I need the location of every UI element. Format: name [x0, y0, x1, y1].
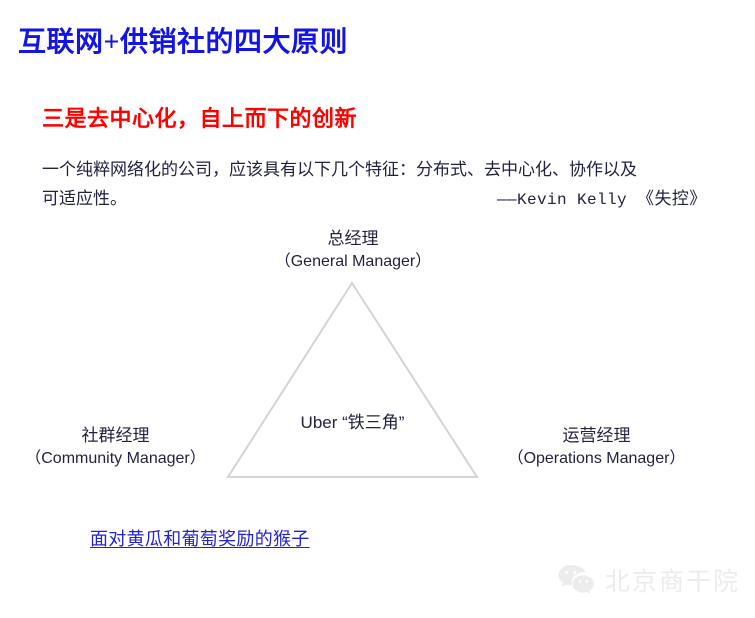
- body-paragraph-line-2: 可适应性。 ——Kevin Kelly 《失控》: [42, 184, 742, 213]
- quote-attribution: ——Kevin Kelly 《失控》: [497, 184, 707, 215]
- page-title: 互联网+供销社的四大原则: [18, 27, 348, 58]
- triangle-outline: [226, 281, 479, 478]
- body-paragraph: 一个纯粹网络化的公司，应该具有以下几个特征：分布式、去中心化、协作以及 可适应性…: [42, 155, 742, 213]
- wechat-icon: [556, 562, 596, 598]
- body-paragraph-line-1: 一个纯粹网络化的公司，应该具有以下几个特征：分布式、去中心化、协作以及: [42, 160, 637, 179]
- watermark: 北京商干院: [556, 562, 740, 598]
- node-label-community-manager: 社群经理 （Community Manager）: [8, 425, 223, 470]
- node-label-top-en: （General Manager）: [274, 252, 432, 270]
- node-label-top-cn: 总经理: [327, 229, 379, 248]
- hyperlink-monkey-experiment[interactable]: 面对黄瓜和葡萄奖励的猴子: [90, 529, 310, 549]
- triangle-center-label: Uber “铁三角”: [300, 413, 405, 432]
- node-label-right-cn: 运营经理: [562, 426, 631, 445]
- wechat-icon-glyph: [558, 565, 594, 594]
- body-paragraph-line-2-text: 可适应性。: [42, 189, 127, 208]
- watermark-text: 北京商干院: [605, 568, 741, 596]
- node-label-left-cn: 社群经理: [81, 426, 150, 445]
- attribution-book-title: 《失控》: [637, 189, 707, 208]
- node-label-operations-manager: 运营经理 （Operations Manager）: [489, 425, 704, 470]
- node-label-general-manager: 总经理 （General Manager）: [253, 228, 453, 273]
- attribution-author: ——Kevin Kelly: [497, 191, 628, 209]
- node-label-left-en: （Community Manager）: [25, 449, 206, 467]
- section-subtitle: 三是去中心化，自上而下的创新: [42, 106, 358, 131]
- node-label-right-en: （Operations Manager）: [507, 449, 686, 467]
